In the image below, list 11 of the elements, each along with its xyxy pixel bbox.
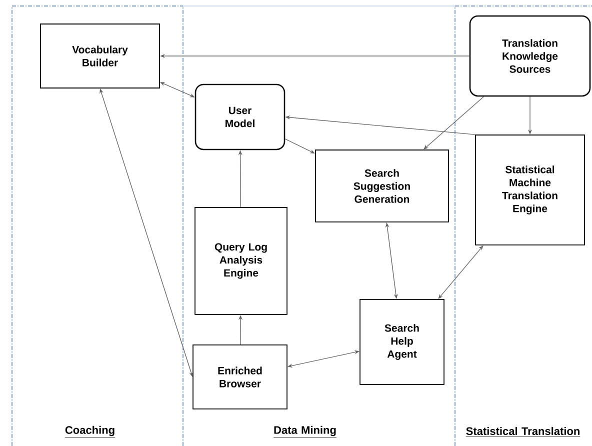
rounded-box: Translation Knowledge Sources: [469, 15, 591, 97]
lane-label: Coaching: [64, 426, 116, 438]
process-box: Vocabulary Builder: [40, 24, 160, 88]
process-box: Search Help Agent: [360, 299, 444, 385]
lane-label: Statistical Translation: [466, 426, 580, 437]
lane-label: Data Mining: [273, 426, 337, 438]
process-box: Search Suggestion Generation: [315, 150, 449, 222]
process-box: Statistical Machine Translation Engine: [475, 134, 585, 246]
rounded-box: User Model: [194, 84, 286, 150]
process-box: Enriched Browser: [192, 344, 288, 410]
process-box: Query Log Analysis Engine: [194, 207, 288, 315]
